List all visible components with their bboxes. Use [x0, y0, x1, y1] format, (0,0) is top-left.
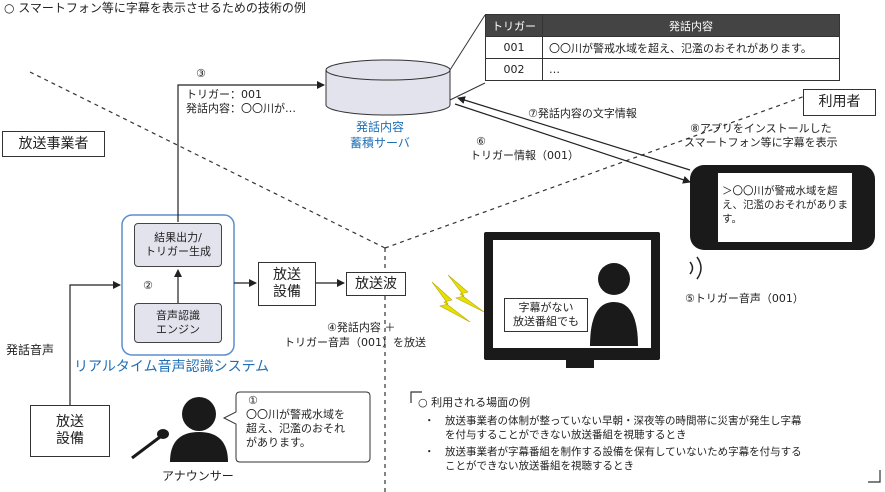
server-label-line1: 発話内容 — [356, 120, 405, 134]
microphone-icon — [131, 429, 169, 460]
speech-engine-line1: 音声認識 — [156, 309, 200, 322]
studio-equipment-box: 放送 設備 — [30, 405, 110, 457]
step3-trigger: トリガー：001 — [186, 88, 262, 101]
lightning-icon — [431, 281, 471, 323]
sound-wave-icon — [689, 256, 702, 280]
result-output-line1: 結果出力/ — [154, 231, 202, 244]
broadcast-equipment-box: 放送 設備 — [258, 262, 316, 306]
speech-audio-label: 発話音声 — [6, 343, 55, 357]
tv-caption-line2: 放送番組でも — [513, 315, 579, 328]
step8-line2: スマートフォン等に字幕を表示 — [684, 136, 838, 149]
announcer-icon — [170, 397, 228, 462]
step6-number: ⑥ — [476, 135, 486, 148]
table-header: 発話内容 — [542, 14, 840, 37]
divider-left — [29, 71, 386, 249]
broadcast-wave-box: 放送波 — [346, 272, 406, 296]
studio-equipment-line2: 設備 — [56, 431, 84, 447]
step5-label: ⑤トリガー音声（001） — [685, 292, 804, 305]
divider-right — [384, 94, 809, 249]
smartphone-icon — [690, 165, 875, 250]
table-row: 001 〇〇川が警戒水域を超え、氾濫のおそれがあります。 — [485, 36, 840, 59]
step6-label: トリガー情報（001） — [470, 149, 579, 162]
tv-caption-box: 字幕がない 放送番組でも — [504, 298, 588, 332]
bubble-number: ① — [248, 394, 258, 407]
tv-caption-line1: 字幕がない — [518, 301, 574, 314]
usage-item-line: ・ 放送事業者の体制が整っていない早朝・深夜等の時間帯に災害が発生し字幕 — [424, 415, 802, 427]
speech-engine-line2: エンジン — [156, 323, 200, 336]
server-label-line2: 蓄積サーバ — [350, 136, 410, 150]
broadcaster-label: 放送事業者 — [2, 131, 105, 157]
table-row: 002 … — [485, 58, 840, 81]
table-cell: 〇〇川が警戒水域を超え、氾濫のおそれがあります。 — [542, 36, 840, 59]
usage-title: ○ 利用される場面の例 — [418, 396, 531, 409]
speech-recognition-box: 音声認識 エンジン — [134, 303, 222, 343]
usage-item-line: を付与することができない放送番組を視聴するとき — [424, 429, 687, 441]
table-header: トリガー — [485, 14, 543, 37]
server-data-table: トリガー 発話内容 001 〇〇川が警戒水域を超え、氾濫のおそれがあります。 0… — [485, 14, 840, 81]
broadcast-equipment-line2: 設備 — [273, 284, 301, 300]
usage-item-line: ・ 放送事業者が字幕番組を制作する設備を保有していないため字幕を付与する — [424, 446, 802, 458]
speech-bubble — [222, 391, 371, 463]
studio-equipment-line1: 放送 — [56, 414, 84, 430]
lightning-icon — [447, 274, 485, 313]
system-label: リアルタイム音声認識システム — [74, 359, 270, 375]
step4-line2: トリガー音声（001）を放送 — [284, 336, 426, 349]
table-cell: 002 — [485, 58, 543, 81]
step3-content: 発話内容：〇〇川が… — [186, 102, 296, 115]
usage-item-line: ことができない放送番組を視聴するとき — [424, 460, 634, 472]
table-cell: 001 — [485, 36, 543, 59]
table-cell: … — [542, 58, 840, 81]
bubble-line2: 超え、氾濫のおそれ — [246, 422, 345, 435]
step3-number: ③ — [196, 67, 206, 80]
step7-label: ⑦発話内容の文字情報 — [528, 107, 637, 120]
bubble-line3: があります。 — [246, 436, 311, 449]
usage-item: ・ 放送事業者の体制が整っていない早朝・深夜等の時間帯に災害が発生し字幕 を付与… — [424, 414, 801, 442]
broadcast-equipment-line1: 放送 — [273, 267, 301, 283]
step2-number: ② — [143, 279, 153, 292]
usage-item: ・ 放送事業者が字幕番組を制作する設備を保有していないため字幕を付与する ことが… — [424, 445, 802, 473]
result-output-box: 結果出力/ トリガー生成 — [134, 223, 222, 267]
bubble-line1: 〇〇川が警戒水域を — [246, 408, 345, 421]
result-output-line2: トリガー生成 — [145, 245, 211, 258]
server-cylinder — [325, 59, 451, 116]
step8-line1: ⑧アプリをインストールした — [690, 122, 832, 135]
phone-subtitle: ＞〇〇川が警戒水域を超え、氾濫のおそれがあります。 — [722, 185, 848, 225]
page-title: ○ スマートフォン等に字幕を表示させるための技術の例 — [4, 1, 306, 15]
announcer-label: アナウンサー — [162, 469, 234, 483]
step4-line1: ④発話内容 ＋ — [327, 321, 396, 334]
user-label: 利用者 — [803, 89, 876, 116]
